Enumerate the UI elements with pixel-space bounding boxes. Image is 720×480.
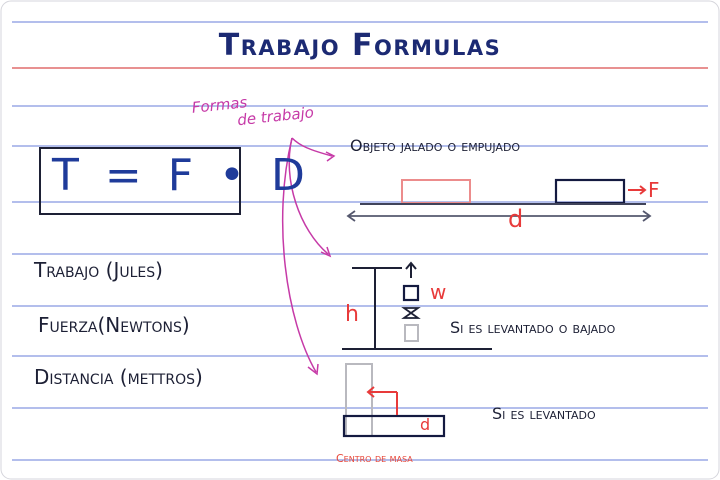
work-formula: T = F • D: [52, 150, 311, 201]
distance-symbol-vertical: d: [420, 415, 431, 434]
distance-arrow-horizontal: [346, 210, 652, 222]
legend-trabajo: Trabajo (Jules): [34, 258, 163, 282]
formula-box: [39, 147, 241, 215]
height-symbol: h: [345, 302, 359, 327]
case-lifted-label: Si es levantado: [492, 404, 596, 423]
page-title: Trabajo Formulas: [218, 28, 502, 63]
weight-symbol: w: [430, 280, 447, 304]
annotation-arrows: [281, 137, 336, 376]
legend-fuerza: Fuerza(Newtons): [38, 313, 190, 337]
legend-distancia: Distancia (mettros): [34, 365, 203, 389]
weight-box: [402, 284, 420, 302]
up-arrow: [405, 261, 417, 278]
base-object: [342, 414, 446, 438]
case-lifted-lowered-label: Si es levantado o bajado: [450, 318, 616, 337]
distance-symbol-horizontal: d: [508, 205, 524, 233]
center-of-mass-arrow: [366, 386, 398, 415]
force-arrow: [628, 185, 647, 195]
case-pushed-label: Objeto jalado o empujado: [350, 136, 521, 155]
hourglass-icon: [401, 307, 421, 319]
force-symbol: F: [648, 178, 660, 202]
ruled-lines: [12, 21, 708, 461]
ghost-weight-box: [404, 324, 419, 342]
center-of-mass-label: Centro de masa: [336, 452, 413, 465]
